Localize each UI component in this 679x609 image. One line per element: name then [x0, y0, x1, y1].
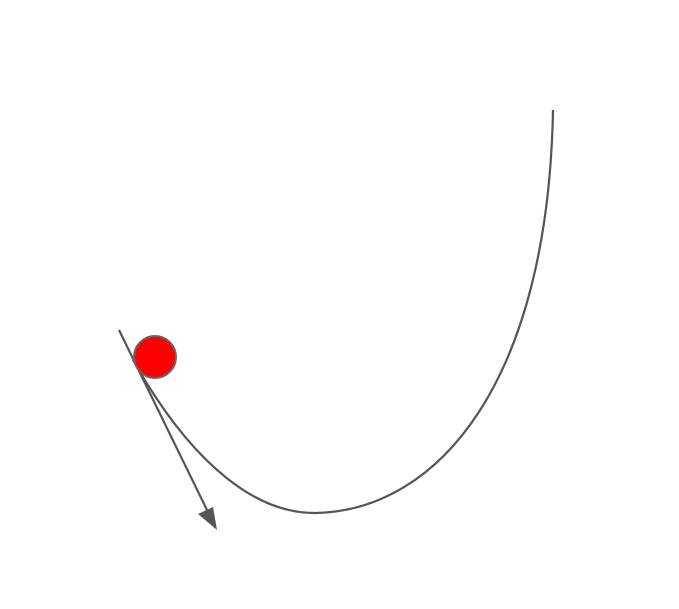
arrowhead-icon: [198, 507, 217, 530]
curved-track: [132, 109, 555, 515]
ball: [133, 335, 177, 379]
